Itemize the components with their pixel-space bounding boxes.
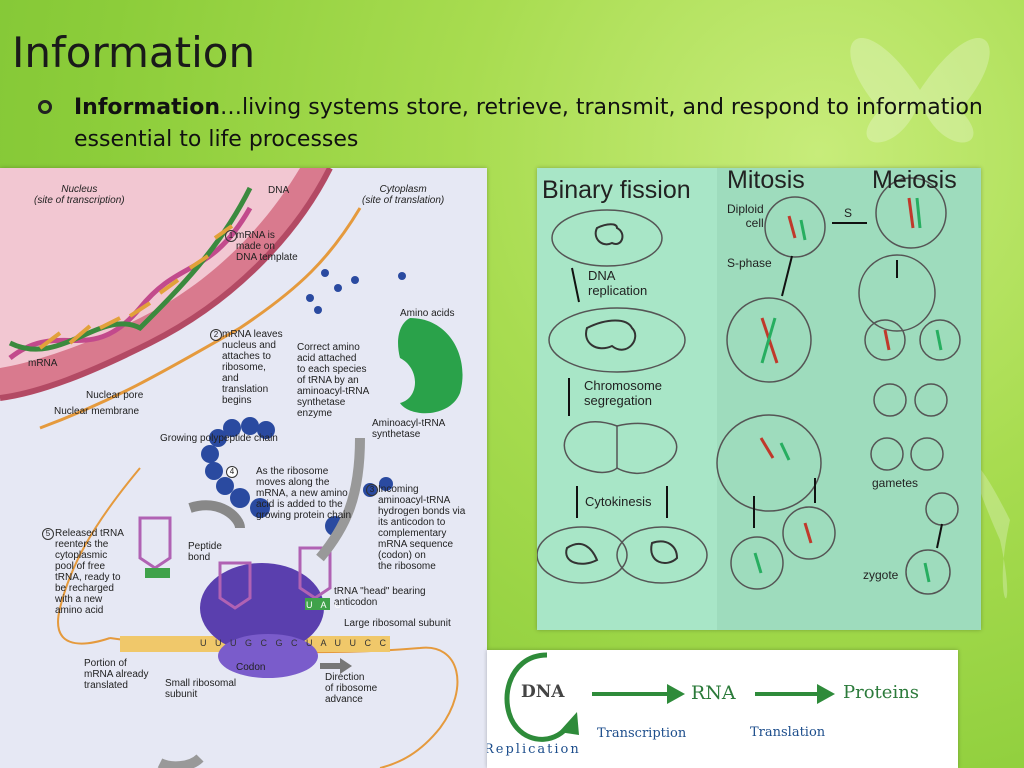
step-number: 2: [210, 329, 222, 341]
mitosis-heading: Mitosis: [727, 168, 805, 194]
translation-label: Translation: [750, 725, 826, 740]
nuclear-pore-label: Nuclear pore: [86, 390, 144, 401]
step-number: 4: [226, 466, 238, 478]
trna-head-label: tRNA "head" bearing anticodon: [334, 586, 426, 608]
butterfly-decoration: [974, 465, 1010, 599]
rna-node: RNA: [691, 682, 736, 704]
central-dogma-diagram: DNA RNA Proteins Replication Transcripti…: [487, 650, 958, 768]
step3-label: Incoming aminoacyl-tRNA hydrogen bonds v…: [378, 484, 466, 572]
peptide-bond-label: Peptide bond: [188, 541, 222, 563]
portion-mrna-label: Portion of mRNA already translated: [84, 658, 149, 691]
direction-label: Direction of ribosome advance: [325, 672, 378, 705]
bullet-description: …living systems store, retrieve, transmi…: [74, 95, 983, 152]
translation-illustration: [0, 168, 463, 768]
amino-acids-label: Amino acids: [400, 308, 455, 319]
anticodon-letters: U A U: [306, 600, 345, 610]
step4-label: As the ribosome moves along the mRNA, a …: [256, 466, 352, 521]
binary-fission-heading: Binary fission: [542, 176, 691, 204]
slide-title: Information: [12, 28, 256, 77]
nucleus-label: Nucleus (site of transcription): [34, 184, 125, 206]
dna-label: DNA: [268, 185, 290, 196]
central-dogma-arrows: [504, 652, 835, 742]
bullet-point: Information…living systems store, retrie…: [38, 92, 1000, 156]
nuclear-membrane-label: Nuclear membrane: [54, 406, 140, 417]
synthetase-label: Aminoacyl-tRNA synthetase: [372, 418, 446, 440]
s-label: S: [844, 206, 853, 220]
dna-node: DNA: [521, 682, 565, 702]
cytoplasm-label: Cytoplasm (site of translation): [362, 184, 445, 206]
mrna-label: mRNA: [28, 358, 58, 369]
chromosome-segregation-label: Chromosome segregation: [584, 378, 663, 408]
zygote-label: zygote: [863, 568, 899, 582]
step-number: 5: [42, 528, 54, 540]
cytokinesis-label: Cytokinesis: [585, 494, 652, 509]
step2-label: mRNA leaves nucleus and attaches to ribo…: [222, 329, 283, 406]
step5-label: Released tRNA reenters the cytoplasmic p…: [55, 528, 124, 616]
dna-replication-label: DNA replication: [588, 268, 648, 298]
correct-amino-label: Correct amino acid attached to each spec…: [297, 342, 370, 419]
s-phase-label: S-phase: [727, 256, 772, 270]
translation-diagram: Nucleus (site of transcription) Cytoplas…: [0, 168, 487, 768]
diploid-cell-label: Diploid cell: [727, 202, 764, 230]
replication-label: Replication: [487, 742, 581, 757]
growing-chain-label: Growing polypeptide chain: [160, 433, 278, 444]
small-subunit-label: Small ribosomal subunit: [165, 678, 237, 700]
meiosis-heading: Meiosis: [872, 168, 957, 194]
bullet-term: Information: [74, 95, 220, 120]
step-number: 3: [366, 484, 378, 496]
transcription-label: Transcription: [597, 726, 687, 741]
step-number: 1: [225, 230, 237, 242]
butterfly-decoration: [850, 37, 990, 143]
large-subunit-label: Large ribosomal subunit: [344, 618, 451, 629]
bullet-icon: [38, 100, 52, 114]
gametes-label: gametes: [872, 476, 919, 490]
proteins-node: Proteins: [843, 682, 920, 703]
codon-label: Codon: [236, 662, 266, 673]
cell-division-diagram: Binary fission Mitosis Meiosis Diploid c…: [537, 168, 981, 630]
mrna-sequence: U U U G C G C U A U U C C: [200, 638, 390, 648]
step1-label: mRNA is made on DNA template: [236, 230, 298, 263]
cell-division-illustration: [537, 168, 981, 630]
